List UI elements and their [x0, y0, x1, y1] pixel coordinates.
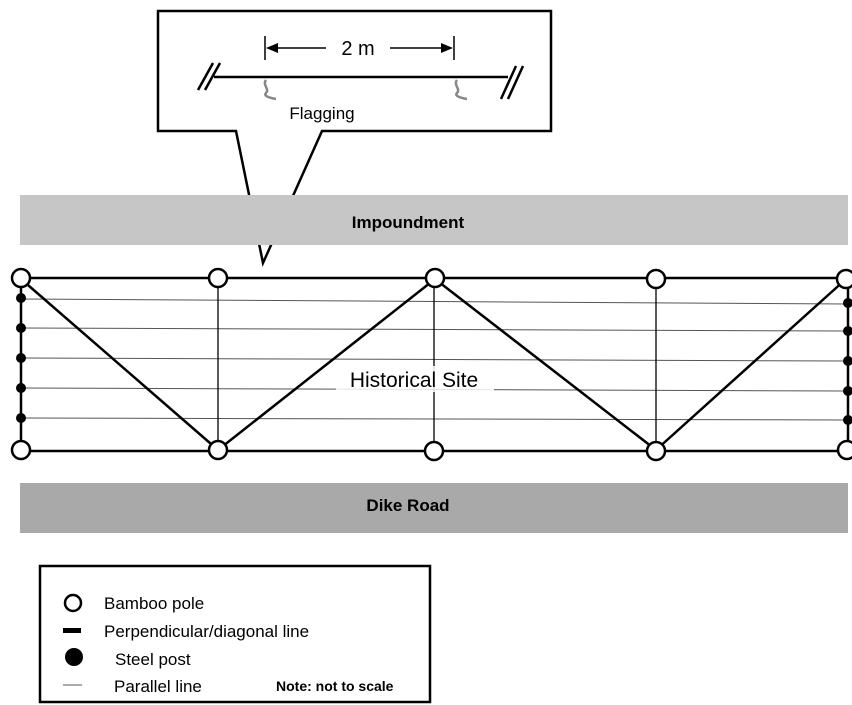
steel-post-icon — [16, 383, 26, 393]
dike-road-label: Dike Road — [366, 496, 449, 515]
bamboo-pole-icon — [10, 267, 32, 289]
arrowhead-right-icon — [441, 43, 453, 53]
impoundment-band — [20, 195, 848, 245]
steel-post-icon — [843, 298, 852, 308]
legend-steel-post-icon — [65, 648, 83, 666]
steel-post-icon — [16, 293, 26, 303]
legend-box — [38, 564, 432, 704]
legend-note: Note: not to scale — [276, 678, 394, 694]
flagging-right-icon — [454, 79, 468, 101]
steel-post-icon — [843, 326, 852, 336]
bamboo-pole-icon — [645, 268, 667, 290]
site-label-backdrop — [336, 366, 494, 392]
legend-item-steel-post: Steel post — [115, 650, 191, 669]
bamboo-pole-icon — [10, 439, 32, 461]
legend: Bamboo pole Perpendicular/diagonal line … — [38, 564, 432, 704]
bamboo-pole-icon — [424, 267, 446, 289]
diagonal-lines — [20, 278, 847, 451]
break-mark-left-1 — [196, 62, 215, 91]
arrowhead-left-icon — [266, 43, 278, 53]
break-mark-right-2 — [506, 65, 525, 100]
diagonal-line — [434, 278, 657, 451]
diagonal-line — [217, 278, 436, 451]
steel-post-icon — [843, 356, 852, 366]
bamboo-pole-icon — [835, 268, 852, 290]
bamboo-pole-icon — [645, 440, 667, 462]
diagonal-line — [655, 278, 847, 451]
impoundment-label: Impoundment — [352, 213, 465, 232]
flagging-left-icon — [263, 79, 277, 101]
diagonal-line — [20, 278, 219, 451]
steel-post-icon — [16, 353, 26, 363]
steel-post-icon — [16, 413, 26, 423]
break-mark-right-1 — [499, 65, 518, 100]
steel-post-icon — [16, 323, 26, 333]
steel-posts — [16, 293, 852, 425]
flagging-label: Flagging — [289, 104, 354, 123]
steel-post-icon — [843, 386, 852, 396]
distance-label: 2 m — [341, 38, 374, 60]
bamboo-pole-icon — [423, 440, 445, 462]
historical-site-label: Historical Site — [350, 369, 478, 392]
legend-item-perpendicular-line: Perpendicular/diagonal line — [104, 622, 309, 641]
bamboo-poles — [10, 267, 852, 462]
bamboo-pole-icon — [207, 439, 229, 461]
break-mark-left-2 — [203, 62, 222, 91]
dike-road-band — [20, 483, 848, 533]
legend-bamboo-pole-icon — [63, 593, 83, 613]
bamboo-pole-icon — [207, 267, 229, 289]
legend-perpendicular-line-icon — [63, 628, 81, 633]
steel-post-icon — [843, 415, 852, 425]
legend-item-bamboo-pole: Bamboo pole — [104, 594, 204, 613]
bamboo-pole-icon — [836, 439, 852, 461]
legend-item-parallel-line: Parallel line — [114, 677, 202, 696]
